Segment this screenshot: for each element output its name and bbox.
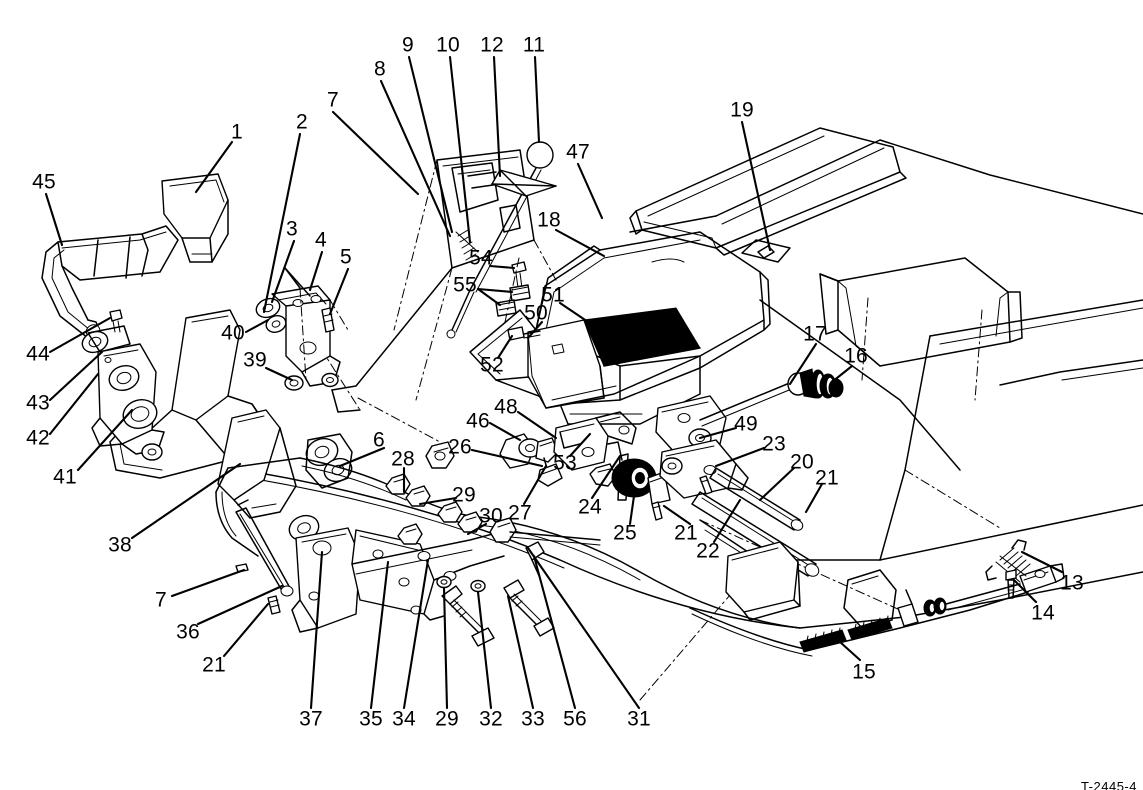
part-51-pedal-pad: [583, 307, 701, 367]
callout-52: 52: [480, 353, 504, 377]
callout-6: 6: [373, 428, 385, 452]
callout-21: 21: [202, 653, 226, 677]
fastener-group-39: [284, 372, 339, 391]
callout-26: 26: [448, 435, 472, 459]
callout-44: 44: [26, 342, 50, 366]
callout-2: 2: [296, 110, 308, 134]
part-14-screw: [1005, 569, 1017, 599]
part-31-box-bracket: [725, 541, 801, 621]
callout-43: 43: [26, 391, 50, 415]
callout-32: 32: [479, 707, 503, 731]
bolts-group-32: [436, 541, 555, 647]
part-25-roller: [607, 441, 671, 521]
part-1-pedal-pad: [161, 173, 229, 263]
callout-30: 30: [479, 504, 503, 528]
callout-4: 4: [315, 228, 327, 252]
lower-bracket-cluster: [291, 527, 505, 633]
part-15-cable: [689, 563, 1065, 657]
callout-24: 24: [578, 495, 602, 519]
callout-12: 12: [480, 33, 504, 57]
spring-detail: [455, 229, 479, 261]
callout-33: 33: [521, 707, 545, 731]
callout-34: 34: [392, 707, 416, 731]
callout-55: 55: [453, 273, 477, 297]
callout-28: 28: [391, 447, 415, 471]
callout-45: 45: [32, 170, 56, 194]
callout-15: 15: [852, 660, 876, 684]
callout-1: 1: [231, 120, 243, 144]
drawing-number: T-2445-4: [1080, 779, 1137, 790]
part-11-shift-knob: [446, 141, 557, 339]
callout-5: 5: [340, 245, 352, 269]
callout-10: 10: [436, 33, 460, 57]
pivot-hub-assembly: [81, 309, 165, 461]
callout-39: 39: [243, 348, 267, 372]
callout-53: 53: [553, 451, 577, 475]
callout-41: 41: [53, 465, 77, 489]
callout-46: 46: [466, 409, 490, 433]
callout-14: 14: [1031, 601, 1055, 625]
callout-29: 29: [452, 483, 476, 507]
cable-spring-1: [799, 627, 847, 653]
callout-8: 8: [374, 57, 386, 81]
callout-7: 7: [327, 88, 339, 112]
part-7-pin-group: [235, 499, 294, 615]
callout-29: 29: [435, 707, 459, 731]
callout-17: 17: [803, 322, 827, 346]
callout-42: 42: [26, 426, 50, 450]
callout-3: 3: [286, 217, 298, 241]
callout-23: 23: [762, 432, 786, 456]
callout-21: 21: [674, 521, 698, 545]
callout-7: 7: [155, 588, 167, 612]
callout-9: 9: [402, 33, 414, 57]
part-22-damper: [691, 467, 820, 577]
callout-56: 56: [563, 707, 587, 731]
part-6-lever-bushing: [288, 433, 353, 542]
callout-19: 19: [730, 98, 754, 122]
leader-lines: [44, 55, 1064, 710]
callout-16: 16: [844, 344, 868, 368]
callout-22: 22: [696, 539, 720, 563]
callout-20: 20: [790, 450, 814, 474]
callout-13: 13: [1060, 571, 1084, 595]
callout-21: 21: [815, 466, 839, 490]
callout-47: 47: [566, 140, 590, 164]
callout-51: 51: [541, 283, 565, 307]
callout-48: 48: [494, 395, 518, 419]
part-54-bolt-stack: [495, 257, 531, 323]
callout-36: 36: [176, 620, 200, 644]
callout-31: 31: [627, 707, 651, 731]
callout-18: 18: [537, 208, 561, 232]
part-50-housing: [527, 319, 701, 409]
callout-37: 37: [299, 707, 323, 731]
part-2-pedal-arm: [109, 309, 297, 519]
callout-27: 27: [508, 501, 532, 525]
callout-38: 38: [108, 533, 132, 557]
part-16-bushing: [699, 368, 844, 427]
callout-11: 11: [522, 33, 546, 57]
callout-40: 40: [221, 321, 245, 345]
fastener-row-29: [385, 441, 601, 546]
callout-35: 35: [359, 707, 383, 731]
callout-54: 54: [469, 246, 493, 270]
callout-25: 25: [613, 521, 637, 545]
callout-50: 50: [524, 301, 548, 325]
callout-49: 49: [734, 412, 758, 436]
